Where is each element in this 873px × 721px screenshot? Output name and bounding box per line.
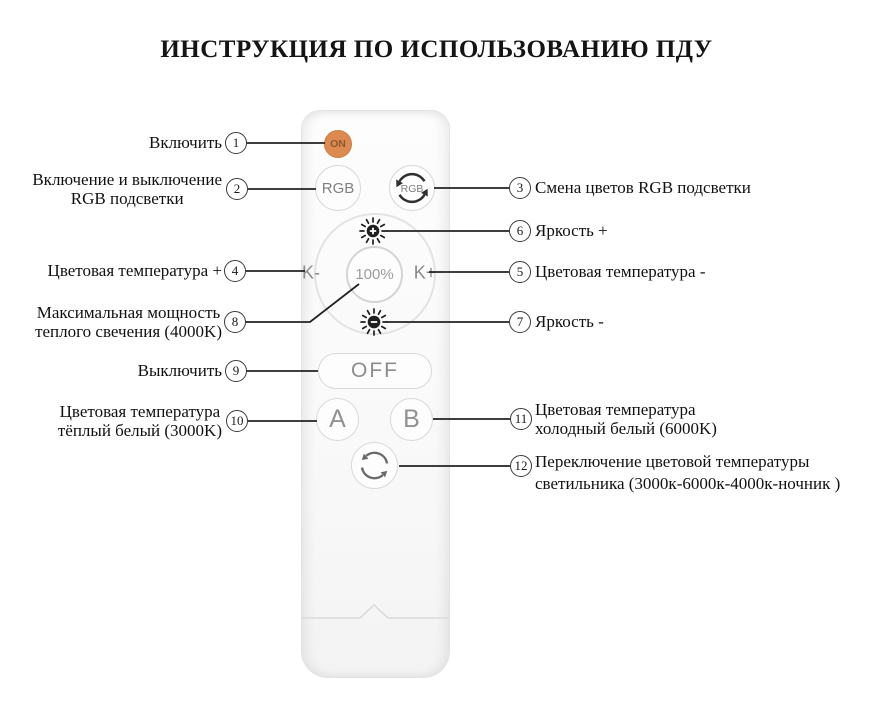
callout-circle-1: 1 bbox=[225, 132, 247, 154]
brightness-down-button[interactable] bbox=[356, 304, 392, 340]
label-warm-white: Цветовая температура тёплый белый (3000K… bbox=[58, 402, 222, 440]
label-turn-on: Включить bbox=[149, 133, 222, 152]
label-line: Включить bbox=[149, 133, 222, 152]
callout-circle-5: 5 bbox=[509, 261, 531, 283]
label-line: Смена цветов RGB подсветки bbox=[535, 178, 751, 197]
label-line: светильника (3000к-6000к-4000к-ночник ) bbox=[535, 474, 841, 493]
callout-number: 8 bbox=[231, 314, 239, 329]
label-temp-cycle: Переключение цветовой температуры светил… bbox=[535, 451, 840, 495]
callout-circle-6: 6 bbox=[509, 220, 531, 242]
on-button[interactable]: ON bbox=[324, 130, 352, 158]
temperature-ring bbox=[314, 213, 436, 335]
callout-circle-10: 10 bbox=[226, 410, 248, 432]
label-line: Яркость + bbox=[535, 221, 608, 240]
callout-number: 7 bbox=[516, 314, 524, 329]
label-line: Яркость - bbox=[535, 312, 604, 331]
label-brightness-plus: Яркость + bbox=[535, 221, 608, 240]
sun-minus-icon bbox=[360, 308, 388, 336]
label-rgb-on-off: Включение и выключение RGB подсветки bbox=[32, 170, 222, 208]
b-button-label: B bbox=[403, 405, 420, 433]
label-line: Максимальная мощность bbox=[36, 303, 221, 322]
brightness-up-button[interactable] bbox=[355, 213, 391, 249]
page-title: ИНСТРУКЦИЯ ПО ИСПОЛЬЗОВАНИЮ ПДУ bbox=[160, 36, 713, 63]
callout-number: 3 bbox=[516, 180, 524, 195]
off-button[interactable]: OFF bbox=[318, 353, 432, 389]
sun-plus-icon bbox=[359, 217, 387, 245]
callout-circle-12: 12 bbox=[510, 455, 532, 477]
callout-number: 9 bbox=[232, 363, 240, 378]
label-max-warm-power: Максимальная мощность теплого свечения (… bbox=[35, 303, 222, 341]
rgb-button-label: RGB bbox=[321, 179, 355, 197]
off-button-label: OFF bbox=[351, 359, 399, 382]
rgb-cycle-label: RGB bbox=[401, 183, 424, 195]
label-brightness-minus: Яркость - bbox=[535, 312, 604, 331]
callout-number: 1 bbox=[232, 135, 240, 150]
label-line: холодный белый (6000K) bbox=[535, 419, 717, 438]
circular-arrows-icon: RGB bbox=[396, 172, 428, 204]
callout-number: 4 bbox=[231, 263, 239, 278]
label-line: Цветовая температура + bbox=[47, 261, 222, 280]
label-line: RGB подсветки bbox=[70, 189, 184, 208]
label-line: теплого свечения (4000K) bbox=[35, 322, 222, 341]
label-cold-white: Цветовая температура холодный белый (600… bbox=[535, 400, 717, 438]
callout-circle-4: 4 bbox=[224, 260, 246, 282]
label-temp-plus: Цветовая температура + bbox=[48, 261, 222, 280]
k-minus-button[interactable]: K- bbox=[302, 262, 320, 283]
label-line: Переключение цветовой температуры bbox=[535, 452, 810, 471]
rgb-button[interactable]: RGB bbox=[315, 165, 361, 211]
b-button[interactable]: B bbox=[390, 398, 433, 441]
rgb-cycle-button[interactable]: RGB bbox=[389, 165, 435, 211]
label-line: Выключить bbox=[137, 361, 222, 380]
callout-number: 10 bbox=[230, 413, 244, 428]
label-line: Цветовая температура - bbox=[535, 262, 706, 281]
a-button-label: A bbox=[329, 405, 346, 433]
label-rgb-color-change: Смена цветов RGB подсветки bbox=[535, 178, 751, 197]
label-turn-off: Выключить bbox=[138, 361, 222, 380]
a-button[interactable]: A bbox=[316, 398, 359, 441]
callout-circle-9: 9 bbox=[225, 360, 247, 382]
callout-number: 2 bbox=[233, 181, 241, 196]
on-button-label: ON bbox=[330, 138, 346, 150]
temperature-cycle-button[interactable] bbox=[351, 442, 398, 489]
max-warm-power-button[interactable]: 100% bbox=[346, 246, 403, 303]
label-line: Включение и выключение bbox=[32, 170, 222, 189]
label-line: Цветовая температура bbox=[59, 402, 221, 421]
callout-circle-2: 2 bbox=[226, 178, 248, 200]
k-plus-button[interactable]: K+ bbox=[413, 262, 437, 283]
power-center-label: 100% bbox=[355, 266, 394, 283]
callout-circle-7: 7 bbox=[509, 311, 531, 333]
callout-number: 5 bbox=[516, 264, 524, 279]
label-line: тёплый белый (3000K) bbox=[57, 421, 222, 440]
callout-number: 6 bbox=[516, 223, 524, 238]
label-line: Цветовая температура bbox=[535, 400, 696, 419]
callout-circle-11: 11 bbox=[510, 408, 532, 430]
label-temp-minus: Цветовая температура - bbox=[535, 262, 706, 281]
callout-number: 11 bbox=[514, 411, 528, 426]
cycle-arrows-icon bbox=[360, 451, 389, 480]
callout-circle-3: 3 bbox=[509, 177, 531, 199]
callout-circle-8: 8 bbox=[224, 311, 246, 333]
callout-number: 12 bbox=[514, 458, 528, 473]
